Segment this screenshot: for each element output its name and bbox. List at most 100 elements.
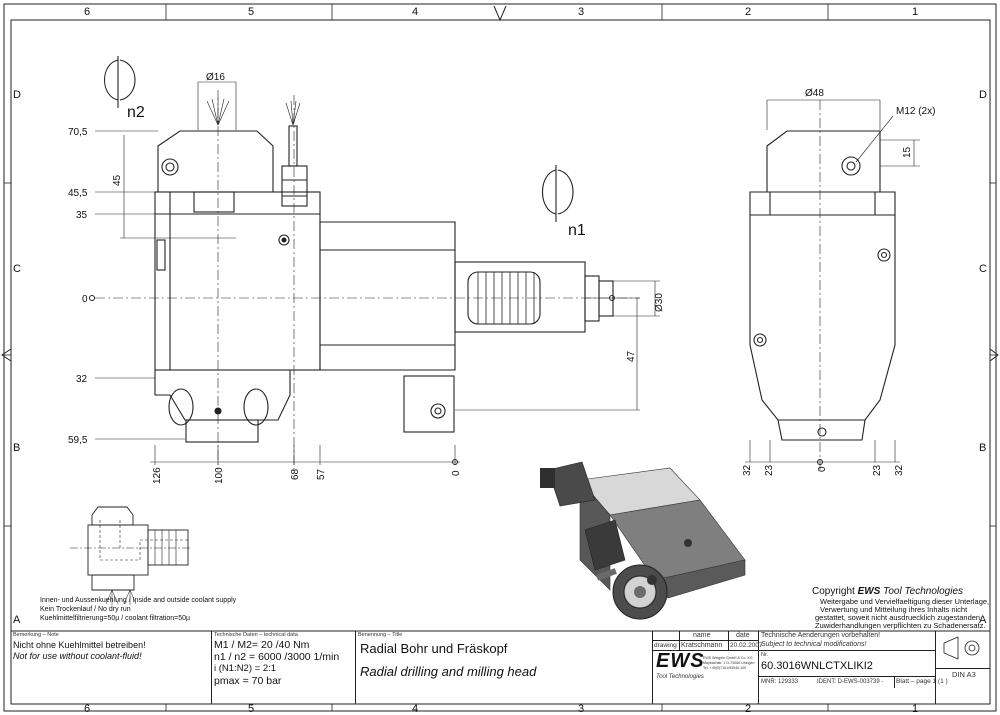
- dim-front-bottom: 23: [764, 464, 775, 476]
- ews-logo: EWS: [656, 650, 705, 672]
- dim-d16: Ø16: [206, 72, 225, 83]
- front-view: [745, 99, 920, 463]
- nr-label: Nr.: [761, 652, 769, 658]
- dim-d30: Ø30: [654, 293, 665, 312]
- n2-label: n2: [127, 104, 145, 121]
- remark-de: Nicht ohne Kuehlmittel betreiben!: [13, 640, 146, 650]
- copyright-title: Copyright EWS Tool Technologies: [812, 586, 963, 597]
- projection-symbol-icon: [943, 636, 980, 660]
- zone-columns-top: 6 5 4 3 2 1: [84, 6, 918, 18]
- dim-bottom: 126: [152, 467, 163, 484]
- origin-mark: [89, 295, 95, 301]
- dim-left: 45,5: [68, 188, 88, 199]
- zone-col: 4: [412, 6, 418, 18]
- tech-data-cell: Technische Daten – technical data M1 / M…: [212, 631, 356, 704]
- zone-row: D: [979, 89, 987, 101]
- center-mark-left: [1, 348, 12, 362]
- copyright-line: Zuwiderhandlungen verpflichten zu Schade…: [815, 621, 986, 630]
- dim-left: 0: [82, 294, 88, 305]
- col-name: name: [693, 632, 711, 639]
- dim-d48: Ø48: [805, 88, 824, 99]
- dim-bottom: 0: [451, 470, 462, 476]
- zone-row: D: [13, 89, 21, 101]
- side-view: [95, 56, 821, 470]
- zone-dividers: [4, 4, 996, 711]
- ews-sub: Tool Technologies: [656, 674, 704, 680]
- zone-col: 3: [578, 703, 584, 715]
- dim-m12: M12 (2x): [896, 106, 935, 117]
- dim-bottom: 57: [316, 468, 327, 480]
- drawing-info-cell: name date drawing Kratschmann 20.02.2007…: [653, 631, 763, 704]
- dim-45: 45: [112, 174, 123, 186]
- dim-bottom: 100: [214, 467, 225, 484]
- zone-row: C: [13, 263, 21, 275]
- title-de: Radial Bohr und Fräskopf: [360, 641, 508, 656]
- zone-col: 1: [912, 6, 918, 18]
- remarks-header: Bemerkung – Note: [13, 632, 59, 638]
- dim-front-bottom: 32: [742, 464, 753, 476]
- zone-col: 2: [745, 6, 751, 18]
- dim-bottom: 68: [290, 468, 301, 480]
- coolant-note-2: Kein Trockenlauf / No dry run: [40, 606, 131, 613]
- projection-cell: DIN A3: [936, 631, 990, 704]
- drawing-label: drawing: [654, 642, 677, 649]
- tech-speed: n1 / n2 = 6000 /3000 1/min: [214, 651, 340, 663]
- col-date: date: [736, 632, 750, 639]
- zone-col: 5: [248, 6, 254, 18]
- dim-15: 15: [902, 146, 913, 158]
- n1-label: n1: [568, 222, 586, 239]
- outer-frame: [3, 3, 997, 712]
- title-en: Radial drilling and milling head: [360, 664, 537, 679]
- title-block: Bemerkung – Note Nicht ohne Kuehlmittel …: [11, 631, 990, 704]
- dim-front-bottom: 32: [894, 464, 905, 476]
- coolant-note-3: Kuehlmittelfiltrierung=50µ / coolant fil…: [40, 615, 190, 622]
- zone-row: A: [13, 614, 21, 626]
- copyright-line: Verwertung und Mitteilung ihres Inhalts …: [820, 605, 968, 614]
- center-mark-right: [989, 348, 999, 362]
- zone-col: 6: [84, 703, 90, 715]
- tech-ratio: i (N1:N2) = 2:1: [214, 663, 277, 674]
- draw-date: 20.02.2007: [730, 642, 763, 649]
- zone-col: 5: [248, 703, 254, 715]
- tech-pressure: pmax = 70 bar: [214, 675, 282, 687]
- zone-row: C: [979, 263, 987, 275]
- coolant-note-1: Innen- und Aussenkuehlung / Inside and o…: [40, 597, 237, 604]
- zone-col: 2: [745, 703, 751, 715]
- origin-mark: [609, 295, 615, 301]
- coolant-schematic: [70, 506, 192, 605]
- zone-col: 1: [912, 703, 918, 715]
- remark-en: Not for use without coolant-fluid!: [13, 651, 142, 661]
- changes-en: Subject to technical modifications!: [761, 641, 867, 648]
- dim-left: 35: [76, 210, 88, 221]
- ident: IDENT: D-EWS-003739 -: [817, 679, 884, 685]
- dim-front-bottom: 23: [872, 464, 883, 476]
- dim-front-bottom: 0: [817, 466, 828, 472]
- copyright-line: Weitergabe und Vervielfaeltigung dieser …: [820, 597, 989, 606]
- dim-left: 32: [76, 374, 88, 385]
- format-label: DIN A3: [952, 670, 976, 679]
- copyright-block: Copyright EWS Tool Technologies Weiterga…: [812, 586, 989, 630]
- tech-header: Technische Daten – technical data: [214, 632, 298, 638]
- part-cell: Technische Aenderungen vorbehalten! Subj…: [759, 631, 948, 704]
- mnr: MNR: 129333: [761, 679, 799, 685]
- zone-row: B: [979, 442, 986, 454]
- zone-col: 6: [84, 6, 90, 18]
- part-number: 60.3016WNLCTXLIKI2: [761, 660, 873, 672]
- drawer: Kratschmann: [681, 642, 723, 649]
- zone-col: 3: [578, 6, 584, 18]
- tech-torque: M1 / M2= 20 /40 Nm: [214, 639, 310, 651]
- copyright-line: gestattet, soweit nicht ausdruecklich zu…: [815, 613, 982, 622]
- zone-rows: D C B A D C B A: [13, 89, 987, 626]
- changes-de: Technische Aenderungen vorbehalten!: [761, 632, 881, 639]
- zone-row: B: [13, 442, 20, 454]
- main-body: [154, 191, 321, 371]
- title-header: Benennung – Title: [358, 632, 403, 638]
- dim-left: 59,5: [68, 435, 88, 446]
- origin-mark: [452, 459, 458, 465]
- company-address: EWS Weigele GmbH & Co. KG Maybachstr. 1 …: [703, 656, 755, 670]
- zone-col: 4: [412, 703, 418, 715]
- zone-row: A: [979, 614, 987, 626]
- 3d-render-tool-head: [540, 461, 746, 620]
- center-mark-top: [493, 5, 507, 22]
